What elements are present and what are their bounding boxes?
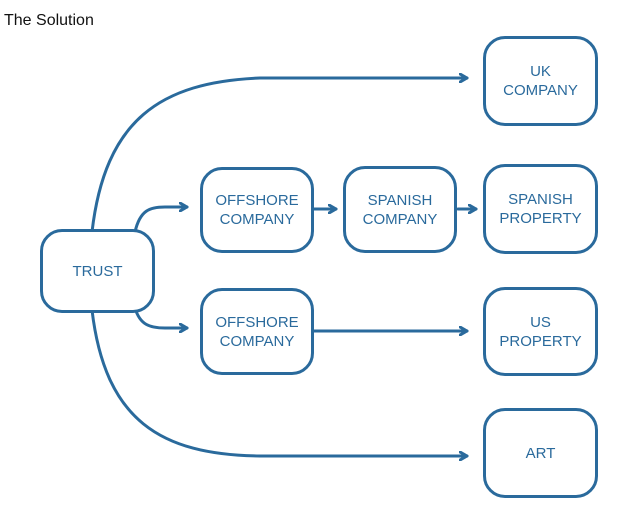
node-spanish-company-line1: SPANISH	[367, 191, 433, 209]
diagram-title: The Solution	[4, 12, 94, 29]
node-art-label: ART	[525, 444, 556, 462]
node-spanish-company-line2: COMPANY	[362, 210, 438, 228]
node-spanish-property: SPANISH PROPERTY	[483, 164, 598, 254]
node-art: ART	[483, 408, 598, 498]
node-us-property: US PROPERTY	[483, 287, 598, 376]
node-offshore-company-bottom-line2: COMPANY	[219, 332, 295, 350]
node-spanish-company: SPANISH COMPANY	[343, 166, 457, 253]
node-us-property-line1: US	[530, 313, 551, 331]
node-trust: TRUST	[40, 229, 155, 313]
node-spanish-property-line2: PROPERTY	[499, 210, 582, 227]
edge-trust-to-offshore-company-top	[133, 207, 189, 234]
edge-trust-to-art	[90, 308, 469, 456]
node-trust-label: TRUST	[72, 262, 123, 280]
node-uk-company-line2: COMPANY	[503, 82, 578, 99]
node-us-property-line2: PROPERTY	[499, 332, 582, 350]
edge-trust-to-uk-company	[90, 78, 469, 234]
node-uk-company-line1: UK	[530, 63, 551, 80]
node-uk-company: UK COMPANY	[483, 36, 598, 126]
node-offshore-company-bottom: OFFSHORE COMPANY	[200, 288, 314, 375]
edge-trust-to-offshore-company-bottom	[133, 306, 189, 328]
node-offshore-company-top-line2: COMPANY	[219, 211, 295, 228]
node-offshore-company-top: OFFSHORE COMPANY	[200, 167, 314, 253]
node-offshore-company-bottom-line1: OFFSHORE	[215, 313, 299, 331]
node-spanish-property-line1: SPANISH	[508, 191, 573, 208]
node-offshore-company-top-line1: OFFSHORE	[215, 192, 299, 209]
